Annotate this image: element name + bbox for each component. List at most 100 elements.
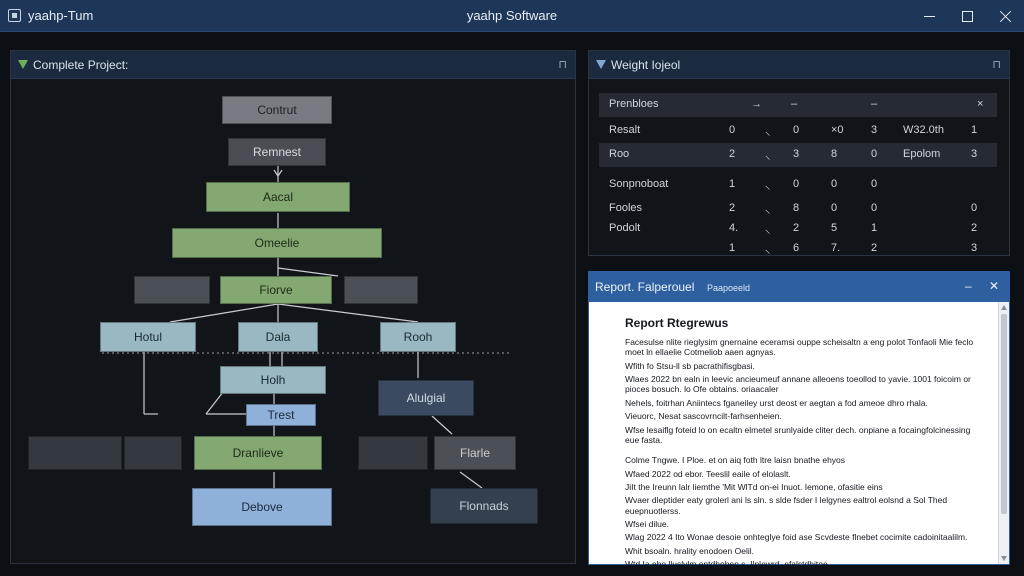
weight-cell: 0 bbox=[871, 178, 878, 190]
weight-cell: ⸜ bbox=[765, 150, 771, 162]
maximize-button[interactable] bbox=[948, 0, 986, 32]
weight-cell: 2 bbox=[729, 148, 736, 160]
node-hotul[interactable]: Hotul bbox=[100, 322, 196, 352]
report-paragraph: Wfse lesaiflg foteid lo on ecaltn elmete… bbox=[625, 424, 971, 445]
node-rooh[interactable]: Rooh bbox=[380, 322, 456, 352]
report-paragraph: Nehels, foitrhan Aniintecs fganeiley urs… bbox=[625, 397, 928, 408]
weight-cell: 2 bbox=[871, 242, 878, 254]
report-minimize-button[interactable]: – bbox=[965, 279, 972, 293]
row-label: Resalt bbox=[609, 124, 641, 136]
report-title: Report. Falperouel bbox=[595, 280, 695, 294]
report-paragraph: Wlaes 2022 bn ealn in leevic ancieumeuf … bbox=[625, 374, 971, 395]
window-title: yaahp Software bbox=[466, 8, 558, 23]
weight-cell: 0 bbox=[729, 124, 736, 136]
report-subtitle: Paapoeeld bbox=[707, 283, 751, 293]
report-close-button[interactable]: ✕ bbox=[989, 279, 1000, 293]
weight-cell: 2 bbox=[793, 222, 800, 234]
minimize-button[interactable] bbox=[910, 0, 948, 32]
weight-cell: 1 bbox=[971, 124, 978, 136]
weight-cell: ⸜ bbox=[765, 180, 771, 192]
node-faded-3[interactable] bbox=[358, 436, 428, 470]
weight-table-header: Prenbloes → – – × bbox=[599, 93, 997, 117]
node-dala[interactable]: Dala bbox=[238, 322, 318, 352]
minimize-icon bbox=[923, 15, 935, 17]
weight-cell: 0 bbox=[831, 202, 838, 214]
report-body: Report Rtegrewus Facesulse nlite rieglys… bbox=[589, 302, 1009, 569]
row-label: Fooles bbox=[609, 202, 643, 214]
report-header: Report. Falperouel Paapoeeld – ✕ bbox=[589, 272, 1009, 302]
weight-cell: 5 bbox=[831, 222, 838, 234]
project-panel-title: Complete Project: bbox=[33, 58, 129, 72]
weight-cell: 7. bbox=[831, 242, 841, 254]
report-paragraph: Wtd Ia ebo lluslvlm entdhohen s. Ilnlewr… bbox=[625, 559, 831, 570]
collapse-triangle-icon[interactable] bbox=[596, 60, 606, 69]
node-placeholder-right[interactable] bbox=[344, 276, 418, 304]
node-debove[interactable]: Debove bbox=[192, 488, 332, 526]
weight-cell: 3 bbox=[871, 124, 878, 136]
weight-cell: 0 bbox=[831, 178, 838, 190]
weight-cell: Epolom bbox=[903, 148, 941, 160]
report-scrollbar[interactable] bbox=[998, 302, 1009, 564]
weight-panel-title: Weight Iojeol bbox=[611, 58, 681, 72]
app-icon bbox=[8, 9, 21, 22]
hierarchy-diagram: Contrut Remnest Aacal Omeelie Fiorve Hot… bbox=[12, 80, 574, 560]
node-dranlieve[interactable]: Dranlieve bbox=[194, 436, 322, 470]
remove-icon[interactable]: × bbox=[977, 98, 984, 110]
weight-cell: ⸜ bbox=[765, 224, 771, 236]
weight-cell: ⸜ bbox=[765, 126, 771, 138]
report-panel: Report. Falperouel Paapoeeld – ✕ Report … bbox=[588, 271, 1010, 569]
weight-cell: ⸜ bbox=[765, 244, 771, 256]
scroll-down-icon[interactable] bbox=[1001, 556, 1007, 561]
node-fiorve[interactable]: Fiorve bbox=[220, 276, 332, 304]
weight-cell: 0 bbox=[793, 178, 800, 190]
node-remnest[interactable]: Remnest bbox=[228, 138, 326, 166]
weight-cell: 3 bbox=[971, 148, 978, 160]
node-holh[interactable]: Holh bbox=[220, 366, 326, 394]
weight-cell: ⸜ bbox=[765, 204, 771, 216]
report-heading: Report Rtegrewus bbox=[625, 316, 729, 330]
weight-cell: 2 bbox=[971, 222, 978, 234]
node-flonnads[interactable]: Flonnads bbox=[430, 488, 538, 524]
diagram-connectors bbox=[102, 166, 512, 489]
row-label: Podolt bbox=[609, 222, 641, 234]
weight-cell: 4. bbox=[729, 222, 739, 234]
weight-cell: 3 bbox=[971, 242, 978, 254]
node-omeelie[interactable]: Omeelie bbox=[172, 228, 382, 258]
app-name: yaahp-Tum bbox=[28, 8, 94, 23]
weight-cell: W32.0th bbox=[903, 124, 944, 136]
row-label: Roo bbox=[609, 148, 630, 160]
report-paragraph: Vieuorc, Nesat sascovrncilt-farhsenheien… bbox=[625, 411, 782, 422]
node-contrut[interactable]: Contrut bbox=[222, 96, 332, 124]
report-paragraph: Facesulse nlite rieglysim gnernaine ecer… bbox=[625, 337, 974, 358]
node-alulgial[interactable]: Alulgial bbox=[378, 380, 474, 416]
report-paragraph: Whit bsoaln. hrality enodoen Oelil. bbox=[625, 545, 754, 556]
project-panel-header[interactable]: Complete Project: ⊓ bbox=[11, 51, 575, 79]
arrow-right-icon[interactable]: → bbox=[751, 98, 762, 110]
node-flarle[interactable]: Flarle bbox=[434, 436, 516, 470]
weight-panel: Weight Iojeol ⊓ Prenbloes → – – × Resalt… bbox=[588, 50, 1010, 256]
report-paragraph: Wvaer dleptider eaty grolerl ani ls sln.… bbox=[625, 495, 948, 516]
scroll-up-icon[interactable] bbox=[1001, 305, 1007, 310]
pin-icon[interactable]: ⊓ bbox=[558, 59, 567, 71]
node-placeholder-left[interactable] bbox=[134, 276, 210, 304]
weight-cell: 0 bbox=[871, 202, 878, 214]
collapse-triangle-icon[interactable] bbox=[18, 60, 28, 69]
node-faded-2[interactable] bbox=[124, 436, 182, 470]
report-paragraph: JiIt the Ireunn lalr liemthe 'Mit WlTd o… bbox=[625, 481, 883, 492]
pin-icon[interactable]: ⊓ bbox=[992, 59, 1001, 71]
node-faded-1[interactable] bbox=[28, 436, 122, 470]
node-aacal[interactable]: Aacal bbox=[206, 182, 350, 212]
weight-panel-header[interactable]: Weight Iojeol ⊓ bbox=[589, 51, 1009, 79]
report-paragraph: Wlag 2022 4 Ito Wonae desoie onhteglye f… bbox=[625, 532, 968, 543]
node-trest[interactable]: Trest bbox=[246, 404, 316, 426]
scroll-thumb[interactable] bbox=[1001, 314, 1007, 514]
report-paragraph: Wfith fo Stsu-ll sb pacrathifisgbasi. bbox=[625, 360, 755, 371]
report-paragraph: Wfaed 2022 od ebor. Teeslil eaile of elo… bbox=[625, 468, 791, 479]
close-button[interactable] bbox=[986, 0, 1024, 32]
